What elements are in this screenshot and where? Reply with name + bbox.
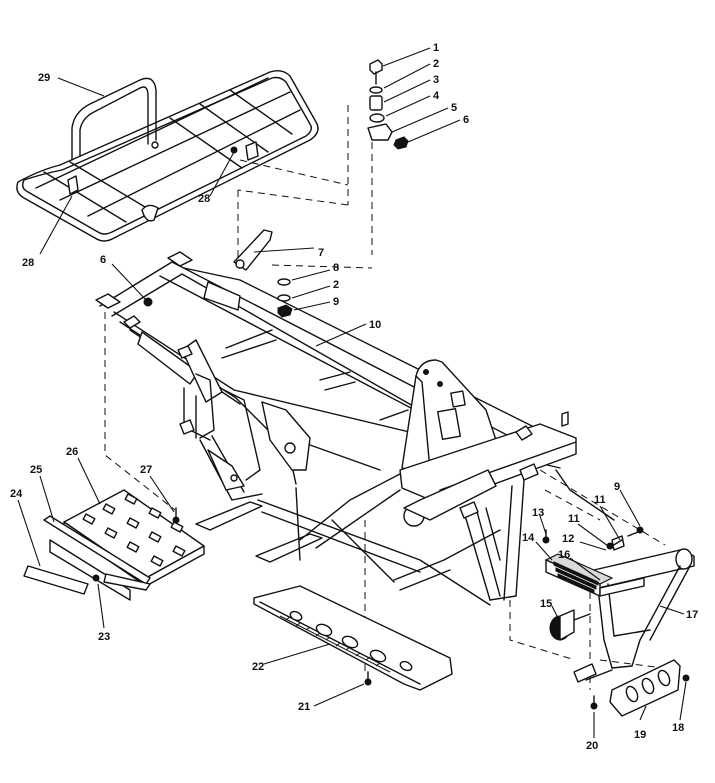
callout-6: 6 [100,254,106,266]
callout-8: 8 [333,262,339,274]
callout-28: 28 [22,257,34,269]
callout-11: 11 [594,494,606,506]
callout-26: 26 [66,446,78,458]
callout-7: 7 [318,247,324,259]
callout-14: 14 [522,532,535,544]
callout-4: 4 [433,90,440,102]
peg-knob [549,609,591,641]
callout-9: 9 [614,481,620,493]
callout-25: 25 [30,464,42,476]
hardware-stack-mid [143,146,293,318]
hardware-stack-top [367,59,409,150]
callout-20: 20 [586,740,598,752]
callout-5: 5 [451,102,457,114]
hardware-front [172,507,690,710]
main-frame [95,251,615,606]
leader-lines [17,47,687,738]
callout-10: 10 [369,319,381,331]
callout-labels: 1 2 3 4 5 6 28 29 28 7 6 8 2 9 10 26 25 … [10,42,698,752]
callout-11: 11 [568,513,580,525]
rear-rack [16,69,319,242]
callout-21: 21 [298,701,310,713]
callout-29: 29 [38,72,50,84]
callout-19: 19 [634,729,646,741]
callout-17: 17 [686,609,698,621]
alignment-lines [104,105,681,690]
callout-12: 12 [562,533,574,545]
callout-2: 2 [333,279,339,291]
front-bumper-frame [573,535,695,683]
callout-13: 13 [532,507,544,519]
callout-3: 3 [433,74,439,86]
callout-24: 24 [10,488,23,500]
footrest-guard [23,515,151,601]
lower-skid-plate [253,585,453,691]
callout-15: 15 [540,598,552,610]
callout-6: 6 [463,114,469,126]
callout-16: 16 [558,549,570,561]
front-skid-plate [609,659,681,717]
callout-22: 22 [252,661,264,673]
callout-23: 23 [98,631,110,643]
callout-1: 1 [433,42,439,54]
callout-28: 28 [198,193,210,205]
callout-9: 9 [333,296,339,308]
callout-18: 18 [672,722,684,734]
callout-2: 2 [433,58,439,70]
callout-27: 27 [140,464,152,476]
